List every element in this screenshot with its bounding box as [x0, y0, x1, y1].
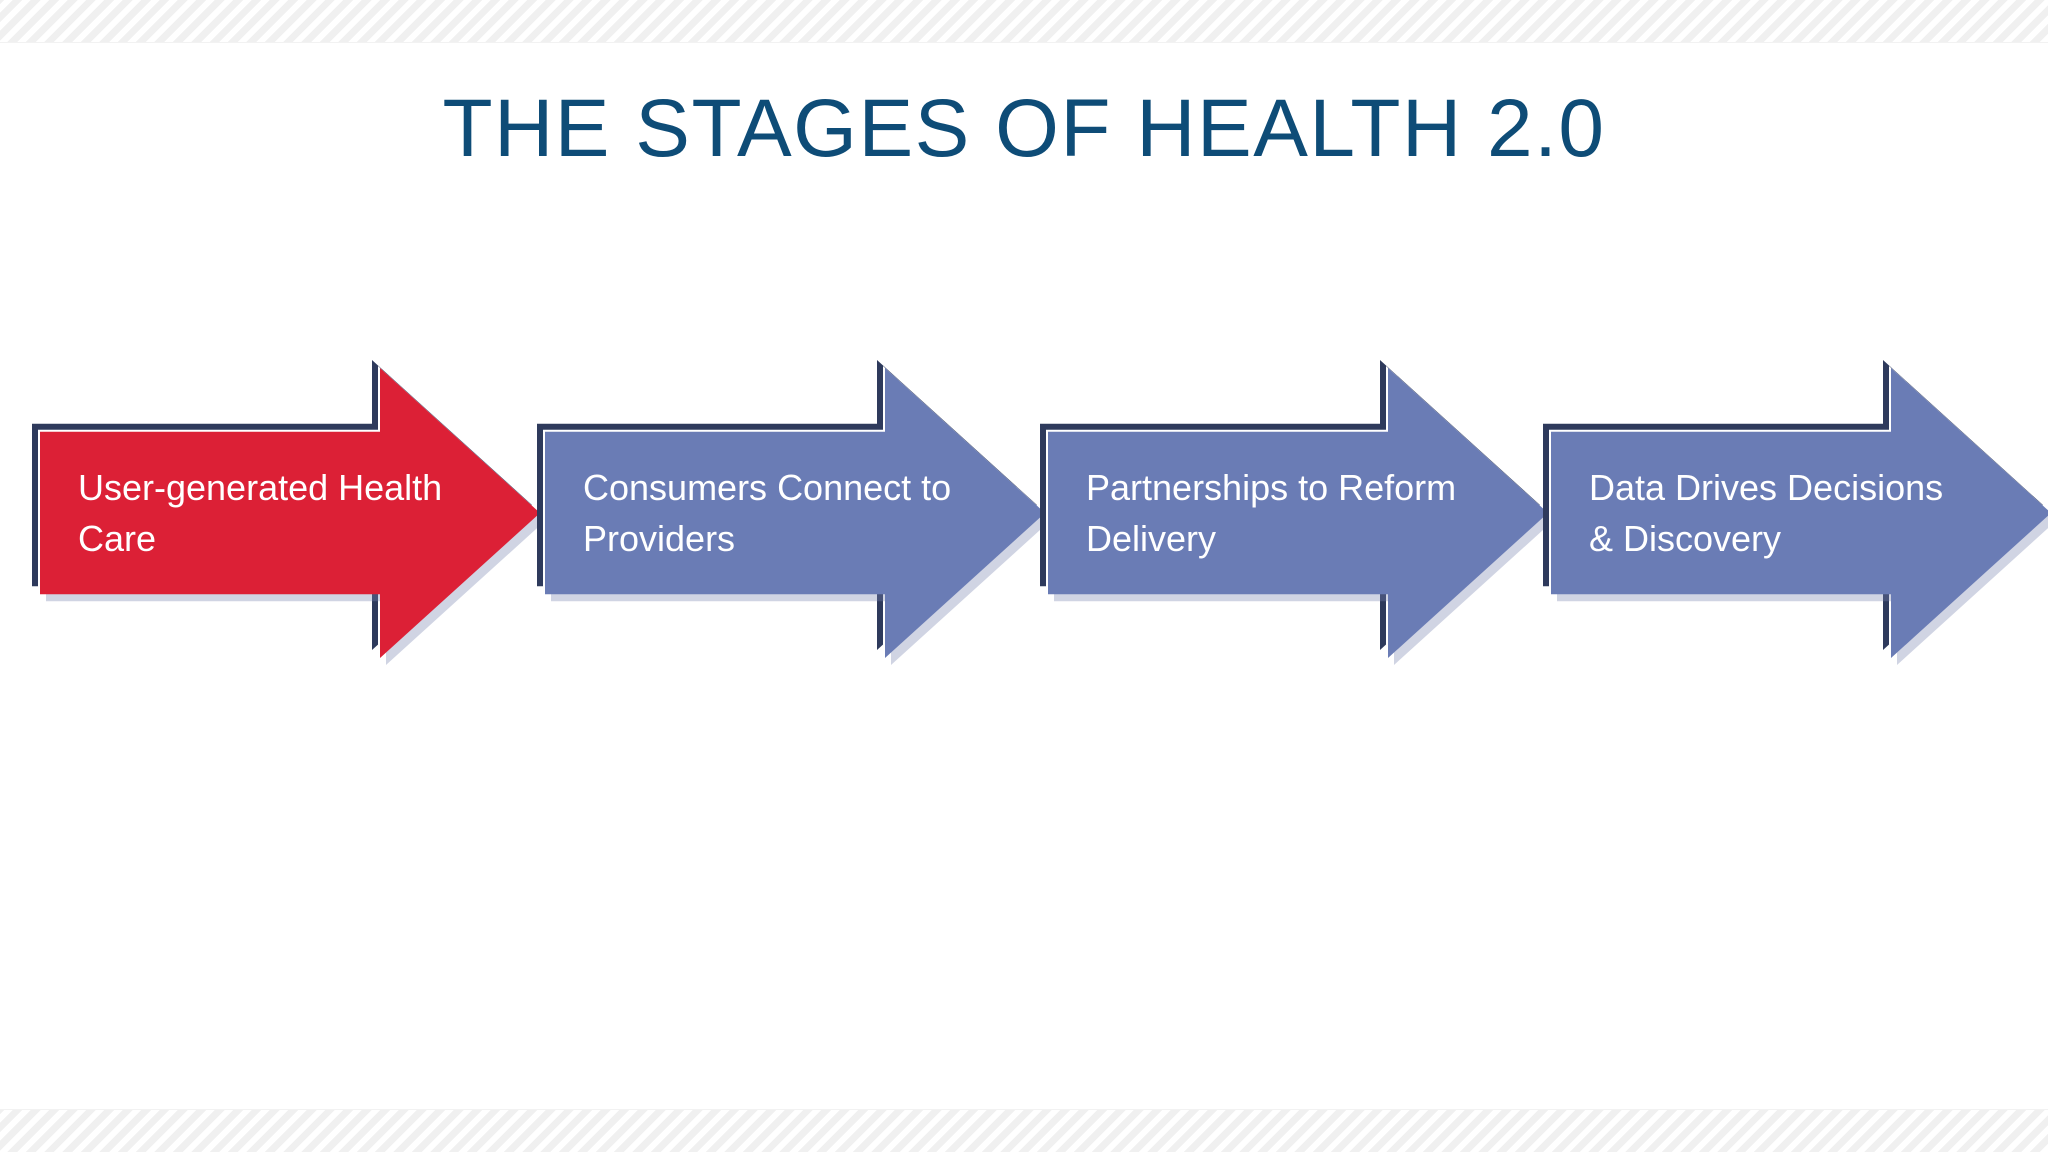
arrow-label-2-line-2: Providers [583, 518, 736, 559]
page-title: THE STAGES OF HEALTH 2.0 [442, 83, 1606, 174]
bottom-hatch-band [0, 1110, 2048, 1152]
arrow-label-1-line-1: User-generated Health [78, 466, 443, 508]
top-band-edge [0, 42, 2048, 43]
arrow-label-4-line-1: Data Drives Decisions [1589, 466, 1944, 508]
top-hatch-band [0, 0, 2048, 42]
process-arrow-row: User-generated Health Care Consumers Con… [0, 360, 2048, 665]
arrow-label-2-line-1: Consumers Connect to [583, 466, 952, 508]
arrow-label-2: Consumers Connect to Providers [545, 368, 1045, 658]
arrow-label-3: Partnerships to Reform Delivery [1048, 368, 1548, 658]
arrow-label-1: User-generated Health Care [40, 368, 540, 658]
arrow-label-4: Data Drives Decisions & Discovery [1551, 368, 2048, 658]
arrow-label-3-line-2: Delivery [1086, 518, 1217, 559]
process-arrow-stage-3[interactable]: Partnerships to Reform Delivery [1040, 360, 1554, 665]
process-arrow-stage-1[interactable]: User-generated Health Care [32, 360, 546, 665]
process-arrow-stage-2[interactable]: Consumers Connect to Providers [537, 360, 1051, 665]
arrow-label-1-line-2: Care [78, 518, 157, 559]
arrow-label-4-line-2: & Discovery [1589, 518, 1782, 559]
bottom-band-edge [0, 1109, 2048, 1110]
process-arrow-stage-4[interactable]: Data Drives Decisions & Discovery [1543, 360, 2048, 665]
arrow-label-3-line-1: Partnerships to Reform [1086, 466, 1457, 508]
